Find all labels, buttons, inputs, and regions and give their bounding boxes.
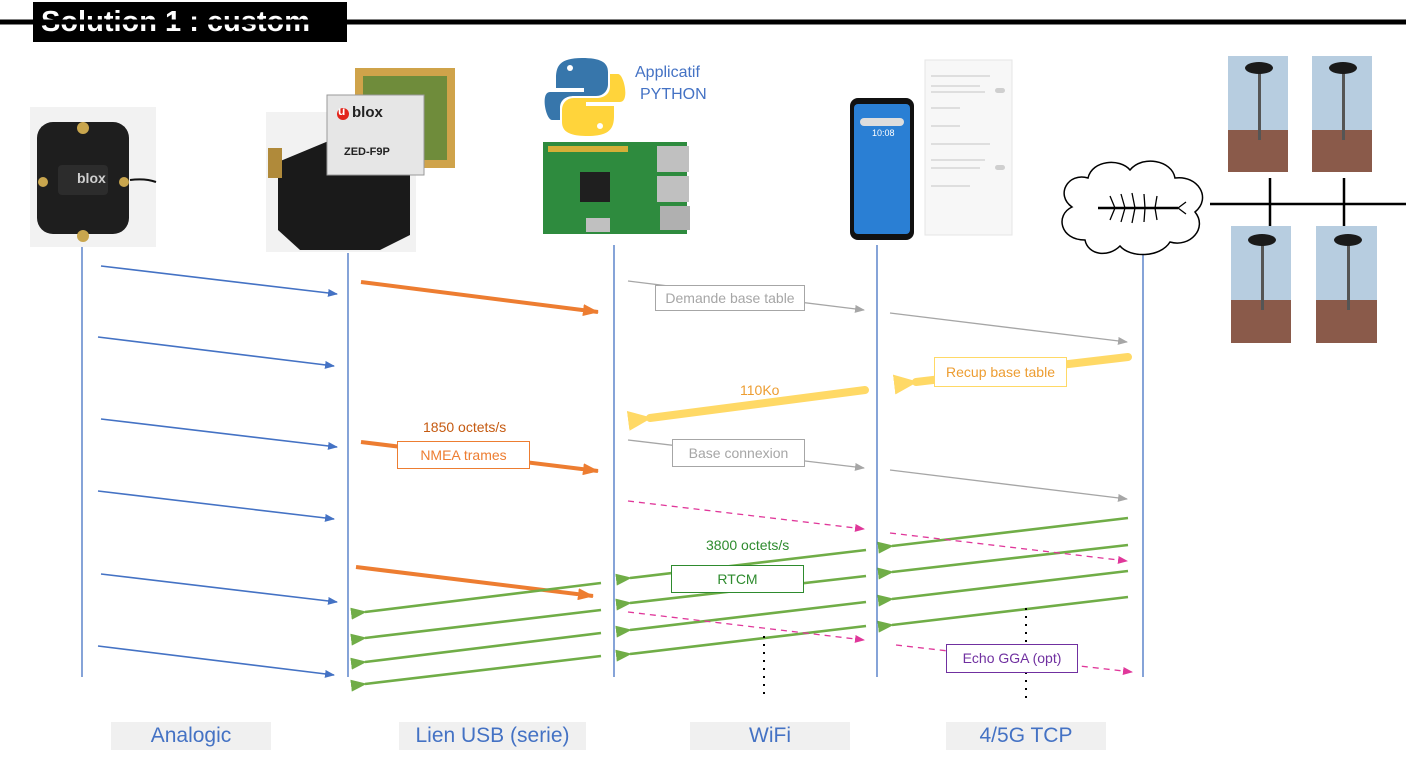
analog-arrow bbox=[97, 645, 335, 678]
rtcm-arrow bbox=[615, 548, 867, 586]
phone-image bbox=[850, 98, 914, 240]
base-connexion-label: Base connexion bbox=[672, 439, 805, 467]
analog-arrow bbox=[100, 418, 338, 450]
rtcm-arrow bbox=[877, 569, 1129, 607]
nmea-arrow bbox=[355, 565, 594, 601]
analog-arrow bbox=[100, 573, 338, 605]
python-app-line2: PYTHON bbox=[640, 86, 707, 103]
analog-arrows bbox=[97, 265, 338, 678]
station-photo bbox=[1228, 56, 1288, 172]
continuation-dots bbox=[763, 608, 1027, 702]
rtcm-arrow bbox=[350, 631, 602, 670]
module-brand-label: blox bbox=[352, 104, 383, 121]
analog-arrow bbox=[100, 265, 338, 297]
station-photo bbox=[1316, 226, 1377, 343]
layer-label-tcp: 4/5G TCP bbox=[946, 722, 1106, 750]
station-photo bbox=[1231, 226, 1291, 343]
nmea-arrows bbox=[355, 280, 599, 601]
cloud-icon bbox=[1061, 160, 1204, 256]
lifelines bbox=[81, 245, 1144, 677]
module-model-label: ZED-F9P bbox=[344, 146, 390, 158]
chip-logo-letter: u bbox=[338, 104, 346, 118]
gga-arrows bbox=[627, 500, 1133, 675]
network-links bbox=[1210, 178, 1406, 228]
rtcm-arrow bbox=[350, 608, 602, 646]
recup-base-table-label: Recup base table bbox=[934, 357, 1067, 387]
nmea-trames-label: NMEA trames bbox=[397, 441, 530, 469]
rtcm-arrow bbox=[877, 516, 1129, 554]
analog-arrow bbox=[97, 336, 335, 369]
rtcm-arrow bbox=[350, 654, 602, 692]
station-photo bbox=[1312, 56, 1372, 172]
layer-label-analogic: Analogic bbox=[111, 722, 271, 750]
demande-base-table-label: Demande base table bbox=[655, 285, 805, 311]
rate-3800-label: 3800 octets/s bbox=[706, 537, 790, 553]
phone-clock: 10:08 bbox=[872, 128, 895, 138]
nmea-arrow bbox=[360, 280, 599, 317]
settings-screenshot-image bbox=[924, 59, 1013, 236]
python-logo-icon bbox=[544, 58, 626, 136]
layer-label-usb: Lien USB (serie) bbox=[399, 722, 586, 750]
rtcm-arrow bbox=[877, 595, 1129, 633]
request-arrow bbox=[889, 312, 1128, 345]
echo-gga-label: Echo GGA (opt) bbox=[946, 644, 1078, 673]
gga-arrow bbox=[627, 500, 865, 532]
layer-label-wifi: WiFi bbox=[690, 722, 850, 750]
raspberry-pi-image bbox=[543, 142, 690, 234]
rtcm-arrow bbox=[615, 600, 867, 638]
rate-1850-label: 1850 octets/s bbox=[423, 419, 507, 435]
reference-stations-image bbox=[1228, 56, 1377, 343]
gnss-antenna-image bbox=[30, 107, 157, 247]
python-app-line1: Applicatif bbox=[635, 64, 700, 81]
analog-arrow bbox=[97, 490, 335, 522]
gga-arrow bbox=[627, 611, 865, 643]
base-table-arrow bbox=[626, 386, 869, 431]
rtcm-arrow bbox=[877, 543, 1129, 580]
gnss-module-image bbox=[266, 68, 455, 252]
rtcm-label: RTCM bbox=[671, 565, 804, 593]
antenna-brand-label: blox bbox=[77, 170, 106, 186]
size-110ko-label: 110Ko bbox=[740, 382, 780, 398]
request-arrow bbox=[889, 469, 1128, 502]
gga-arrow bbox=[889, 532, 1128, 564]
rtcm-arrow bbox=[350, 581, 602, 620]
rtcm-arrow bbox=[615, 624, 867, 662]
